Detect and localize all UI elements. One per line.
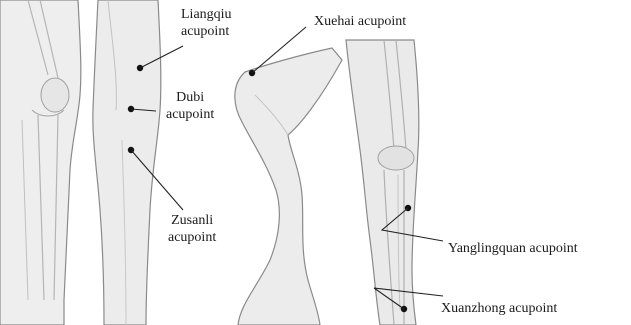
dubi-label-line1: Dubi <box>166 89 214 106</box>
zusanli-label-line1: Zusanli <box>168 212 216 229</box>
liangqiu-label: Liangqiu acupoint <box>181 6 232 40</box>
liangqiu-label-line1: Liangqiu <box>181 6 232 23</box>
xuehai-label: Xuehai acupoint <box>314 13 406 30</box>
side-leg <box>235 48 342 325</box>
dubi-label-line2: acupoint <box>166 106 214 123</box>
dubi-label: Dubi acupoint <box>166 89 214 123</box>
xuanzhong-label: Xuanzhong acupoint <box>441 300 557 317</box>
zusanli-label: Zusanli acupoint <box>168 212 216 246</box>
yanglingquan-label: Yanglingquan acupoint <box>448 240 578 257</box>
liangqiu-label-line2: acupoint <box>181 23 232 40</box>
side-leg-bones <box>346 40 419 325</box>
zusanli-label-line2: acupoint <box>168 229 216 246</box>
front-leg-left <box>0 0 81 325</box>
front-leg-right <box>93 0 161 325</box>
